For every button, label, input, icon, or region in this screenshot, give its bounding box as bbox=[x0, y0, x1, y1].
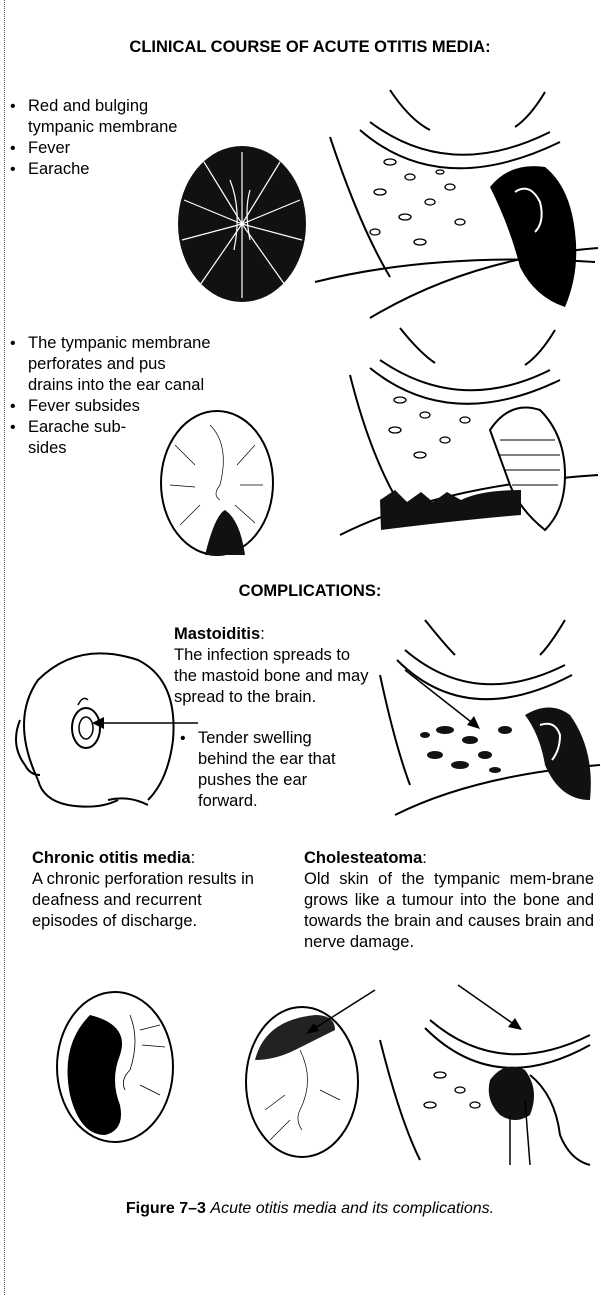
middle-ear-section-inflamed bbox=[310, 82, 600, 322]
stage1-item: Red and bulging tympanic membrane bbox=[4, 96, 194, 138]
chronic-otitis-description: A chronic perforation results in deafnes… bbox=[32, 869, 262, 932]
chronic-perforation-membrane-illustration bbox=[50, 985, 180, 1150]
mastoiditis-heading-colon: : bbox=[260, 625, 265, 643]
figure-caption: Figure 7–3 Acute otitis media and its co… bbox=[40, 1200, 580, 1218]
cholesteatoma-heading: Cholesteatoma bbox=[304, 849, 422, 867]
chronic-otitis-heading: Chronic otitis media bbox=[32, 849, 191, 867]
perforated-tympanic-membrane-illustration bbox=[155, 405, 280, 565]
mastoiditis-block: Mastoiditis: The infection spreads to th… bbox=[174, 624, 374, 708]
cholesteatoma-description: Old skin of the tympanic mem-brane grows… bbox=[304, 869, 594, 953]
stage2-item: The tympanic membrane perforates and pus… bbox=[4, 333, 214, 396]
middle-ear-section-draining bbox=[340, 320, 600, 550]
section-title-complications: COMPLICATIONS: bbox=[160, 582, 460, 601]
section-title-clinical-course: CLINICAL COURSE OF ACUTE OTITIS MEDIA: bbox=[60, 38, 560, 57]
cholesteatoma-heading-colon: : bbox=[422, 849, 427, 867]
mastoiditis-section-illustration bbox=[375, 615, 600, 820]
mastoiditis-description: The infection spreads to the mastoid bon… bbox=[174, 645, 374, 708]
stage2-item: Earache sub-sides bbox=[4, 417, 138, 459]
mastoiditis-heading: Mastoiditis bbox=[174, 625, 260, 643]
chronic-otitis-block: Chronic otitis media: A chronic perforat… bbox=[32, 848, 262, 932]
cholesteatoma-membrane-illustration bbox=[240, 990, 370, 1165]
bulging-tympanic-membrane-illustration bbox=[170, 140, 315, 310]
chronic-otitis-heading-colon: : bbox=[191, 849, 196, 867]
stage1-item: Earache bbox=[4, 159, 194, 180]
cholesteatoma-section-illustration bbox=[370, 980, 600, 1170]
swelling-arrow bbox=[92, 700, 202, 745]
cholesteatoma-block: Cholesteatoma: Old skin of the tympanic … bbox=[304, 848, 594, 953]
figure-caption-text: Acute otitis media and its complications… bbox=[210, 1200, 494, 1217]
figure-caption-label: Figure 7–3 bbox=[126, 1200, 206, 1217]
stage1-item: Fever bbox=[4, 138, 194, 159]
stage1-symptom-list: Red and bulging tympanic membrane Fever … bbox=[4, 96, 194, 180]
